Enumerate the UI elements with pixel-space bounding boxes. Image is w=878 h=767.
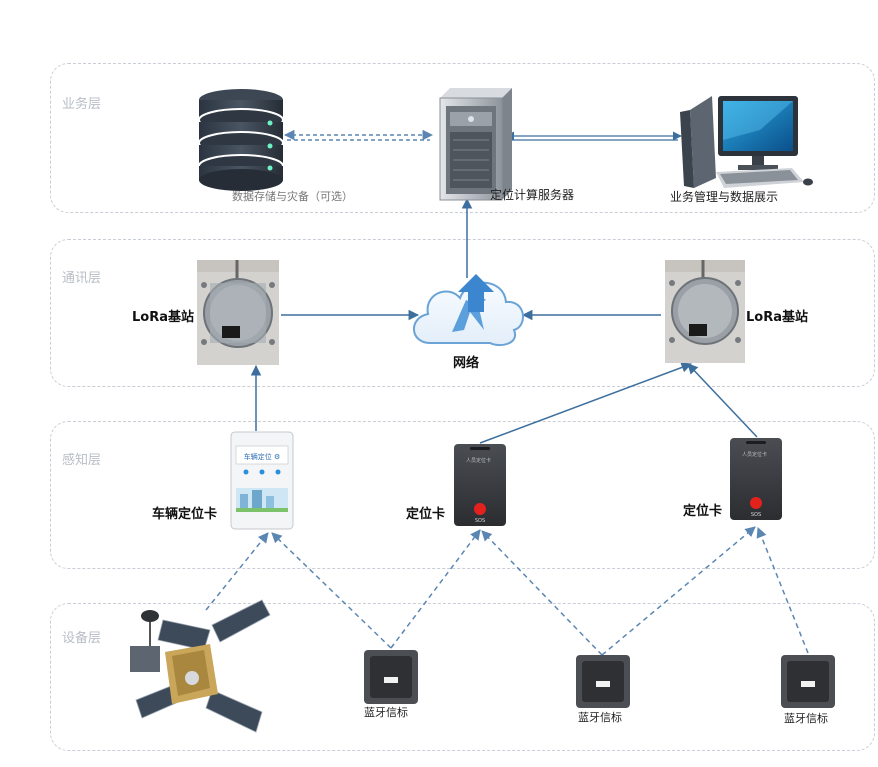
positioning-card-mid-device: 人员定位卡 SOS (454, 444, 506, 526)
beacon-1-label: 蓝牙信标 (364, 706, 408, 719)
perception-layer-frame (50, 421, 875, 569)
bluetooth-beacon-2-device (576, 655, 630, 708)
client-label: 业务管理与数据展示 (670, 190, 779, 204)
server-label: 定位计算服务器 (490, 188, 575, 202)
card-mid-sos-text: SOS (475, 518, 485, 524)
card-right-header-text: 人员定位卡 (742, 451, 767, 458)
satellite-icon (130, 599, 271, 733)
vehicle-card-label: 车辆定位卡 (152, 507, 218, 522)
storage-server-link (283, 129, 434, 141)
bluetooth-beacon-3-device (781, 655, 835, 708)
layer-label-communication: 通讯层 (62, 271, 102, 286)
beacon-3-label: 蓝牙信标 (784, 712, 828, 725)
gateway-left-label: LoRa基站 (132, 310, 194, 325)
gateway-right-label: LoRa基站 (746, 310, 808, 325)
beacon-2-label: 蓝牙信标 (578, 711, 622, 724)
bluetooth-beacon-1-device (364, 650, 418, 704)
card-right-sos-text: SOS (751, 512, 761, 518)
device-layer-frame (50, 603, 875, 751)
network-label: 网络 (453, 356, 480, 371)
database-icon (198, 89, 284, 191)
card-mid-header-text: 人员定位卡 (466, 457, 491, 464)
device-beacon-links (205, 526, 809, 656)
layer-label-business: 业务层 (62, 97, 102, 112)
layer-label-device: 设备层 (62, 631, 102, 646)
card-mid-gateway-link (479, 362, 692, 444)
vehicle-card-device: 车辆定位 ⚙ (230, 431, 294, 530)
business-layer-frame (50, 63, 875, 213)
desktop-computer-icon (680, 96, 813, 188)
communication-layer-frame (50, 239, 875, 387)
card-mid-label: 定位卡 (406, 507, 446, 522)
layer-label-perception: 感知层 (62, 453, 102, 468)
lora-gateway-right-device (665, 260, 745, 363)
server-client-link (505, 131, 682, 141)
positioning-card-right-device: 人员定位卡 SOS (730, 438, 782, 520)
vehicle-card-screen-text: 车辆定位 ⚙ (244, 452, 281, 461)
storage-label: 数据存储与灾备（可选） (232, 190, 353, 203)
card-right-label: 定位卡 (683, 504, 723, 519)
server-icon (439, 88, 512, 201)
lora-gateway-left-device (197, 260, 279, 365)
card-right-gateway-link (687, 363, 758, 438)
network-cloud-icon (413, 274, 524, 347)
